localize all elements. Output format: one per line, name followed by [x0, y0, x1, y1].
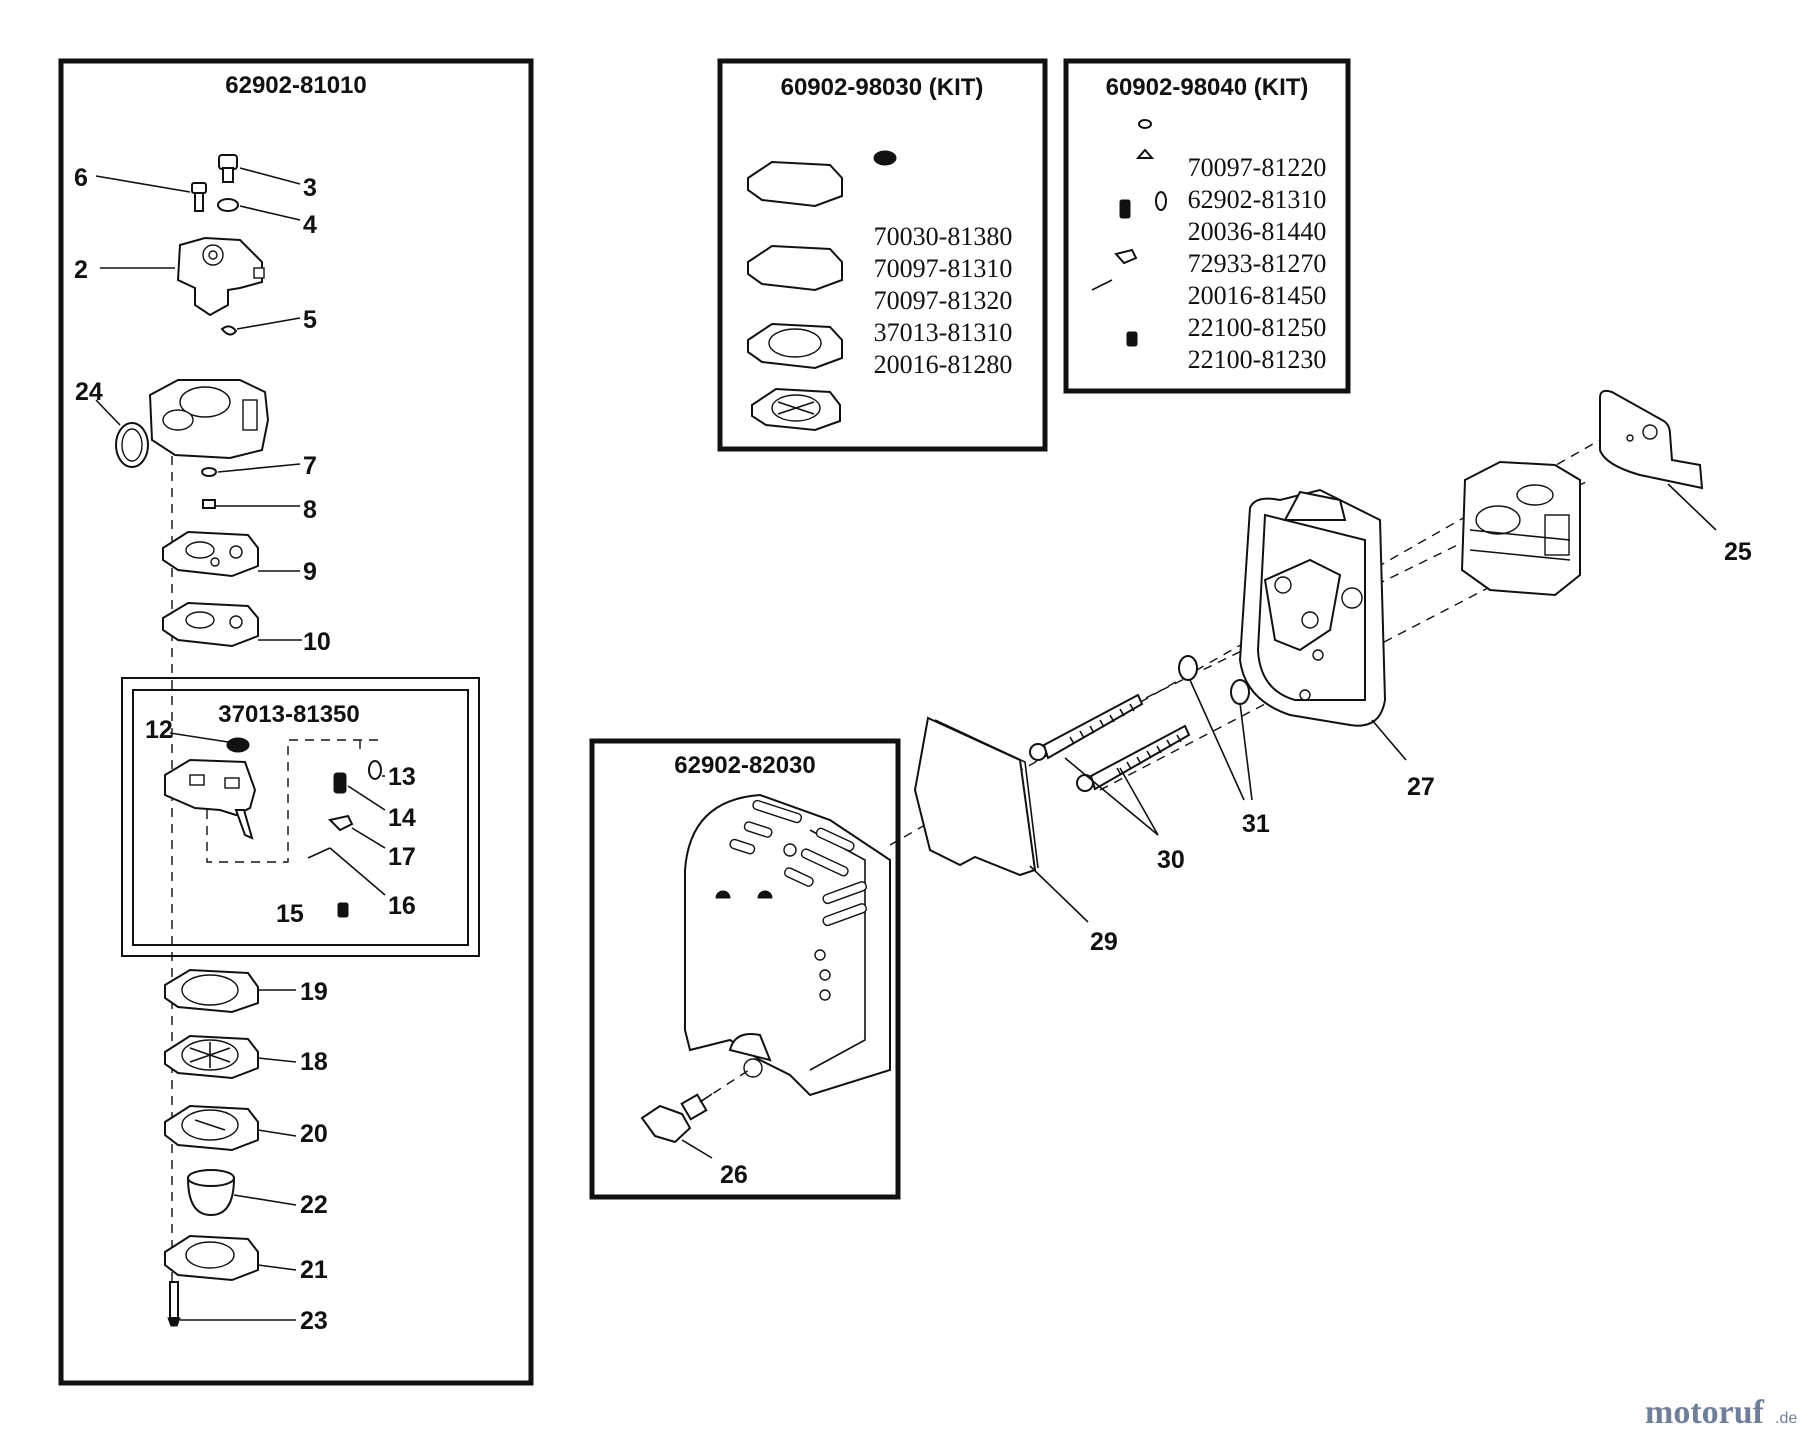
callout-4: 4	[303, 211, 317, 239]
carburetor-assembly-title: 62902-81010	[225, 72, 366, 99]
washer-part-4	[217, 198, 239, 212]
watermark-brand: motoruf	[1645, 1394, 1765, 1431]
repair-kit-2-box: 60902-98040 (KIT) 70097-81220 62902-8131…	[1063, 58, 1351, 394]
kit-2-part-number: 20036-81440	[1188, 217, 1327, 246]
carburetor-assembly-right	[1460, 460, 1581, 597]
kit-2-part-number: 72933-81270	[1188, 249, 1327, 278]
primer-bulb-part-22	[186, 1169, 236, 1217]
callout-2: 2	[74, 256, 88, 284]
screw-part-3	[218, 154, 238, 183]
callout-15: 15	[276, 900, 304, 928]
bolt-part-30	[1029, 693, 1144, 761]
carburetor-assembly-box: 62902-81010	[58, 58, 534, 1386]
callout-29: 26	[720, 1161, 748, 1189]
callout-3: 3	[303, 174, 317, 202]
callout-25: 25	[1724, 538, 1752, 566]
callout-17: 17	[388, 843, 416, 871]
lever-part-17	[328, 814, 354, 832]
repair-kit-1-title: 60902-98030 (KIT)	[781, 74, 984, 101]
callout-24: 24	[75, 378, 103, 406]
air-filter-assembly: 25 27 29 30 31	[889, 389, 1752, 956]
callout-16: 16	[388, 892, 416, 920]
gasket-part-19	[164, 968, 259, 1014]
screw-part-15	[337, 902, 349, 918]
pump-cover-part-2	[176, 236, 265, 317]
kit-2-part-number: 70097-81220	[1188, 153, 1327, 182]
callout-10: 10	[303, 628, 331, 656]
air-filter-part-27	[913, 716, 1039, 877]
callout-14: 14	[388, 804, 416, 832]
metering-body	[164, 758, 257, 840]
screw-part-6	[191, 182, 207, 212]
callout-19: 19	[300, 978, 328, 1006]
check-valve-part-12	[226, 737, 250, 753]
kit-2-part-number: 22100-81250	[1188, 313, 1327, 342]
washer-part-7	[201, 467, 217, 477]
retainer-part-21	[164, 1234, 259, 1282]
callout-21: 21	[300, 1256, 328, 1284]
kit-1-part-number: 70097-81310	[874, 254, 1013, 283]
callout-9: 9	[303, 558, 317, 586]
callout-31: 31	[1242, 810, 1270, 838]
callout-12: 12	[145, 716, 173, 744]
needle-part-13	[368, 760, 382, 780]
kit-1-gaskets	[747, 160, 843, 432]
kit-1-part-number: 70030-81380	[874, 222, 1013, 251]
metering-subassembly-title: 37013-81350	[218, 701, 359, 728]
knob-part-29	[640, 1093, 713, 1144]
callout-30: 30	[1157, 846, 1185, 874]
callout-7: 7	[303, 452, 317, 480]
callout-5: 5	[303, 306, 317, 334]
diaphragm-part-10	[162, 601, 259, 648]
pin-part-16	[307, 847, 331, 859]
repair-kit-2-title: 60902-98040 (KIT)	[1106, 74, 1309, 101]
kit-1-part-number: 20016-81280	[874, 350, 1013, 379]
metering-subassembly-box: 37013-81350	[121, 677, 480, 957]
watermark-suffix: .de	[1775, 1410, 1797, 1427]
callout-13: 13	[388, 763, 416, 791]
repair-kit-1-box: 60902-98030 (KIT) 70030-81380 70097-8131…	[717, 58, 1048, 452]
kit-1-part-number: 37013-81310	[874, 318, 1013, 347]
plug-part-8	[202, 499, 216, 509]
air-cleaner-base-part-26	[1238, 488, 1387, 727]
washer-part-31	[1178, 655, 1250, 705]
kit-1-part-number: 70097-81320	[874, 286, 1013, 315]
spring-part-14	[333, 772, 347, 794]
screw-part-23	[167, 1281, 181, 1327]
watermark-logo: motoruf .de	[1645, 1394, 1797, 1431]
callout-8: 8	[303, 496, 317, 524]
callout-26: 27	[1407, 773, 1435, 801]
diaphragm-part-18	[164, 1034, 259, 1080]
air-cleaner-cover	[684, 793, 891, 1097]
callout-22: 22	[300, 1191, 328, 1219]
kit-2-part-number: 20016-81450	[1188, 281, 1327, 310]
clip-part-5	[220, 325, 238, 336]
gasket-plate-part-25	[1599, 389, 1704, 490]
carburetor-body	[148, 379, 270, 460]
kit-2-part-number: 22100-81230	[1188, 345, 1327, 374]
air-cleaner-cover-title: 62902-82030	[674, 752, 815, 779]
callout-18: 18	[300, 1048, 328, 1076]
callout-6: 6	[74, 164, 88, 192]
air-cleaner-cover-box: 62902-82030 26	[589, 738, 901, 1200]
pump-cover-part-20	[164, 1104, 259, 1152]
gasket-part-9	[162, 530, 259, 578]
kit-2-part-number: 62902-81310	[1188, 185, 1327, 214]
callout-23: 23	[300, 1307, 328, 1335]
callout-27: 29	[1090, 928, 1118, 956]
callout-20: 20	[300, 1120, 328, 1148]
